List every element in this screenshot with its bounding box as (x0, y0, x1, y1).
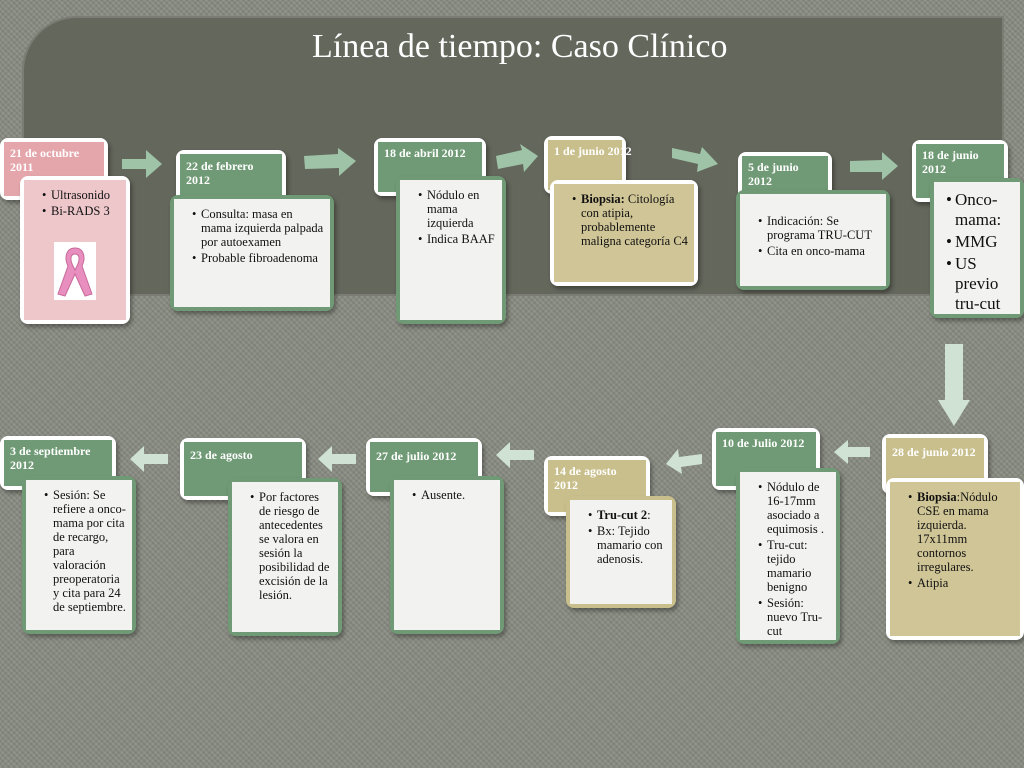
event-body-aug23: Por factores de riesgo de antecedentes s… (228, 478, 342, 636)
event-body-jun18-2012: Onco-mama: MMG US previo tru-cut (930, 178, 1024, 318)
event-body-oct-2011: Ultrasonido Bi-RADS 3 (20, 176, 130, 324)
event-body-feb-2012: Consulta: masa en mama izquierda palpada… (170, 195, 334, 311)
timeline-arrow-down (938, 344, 970, 426)
event-item: Sesión: nuevo Tru-cut (758, 596, 830, 638)
timeline-arrow (496, 442, 534, 468)
event-date: 14 de agosto 2012 (548, 460, 646, 512)
timeline-arrow (672, 147, 718, 172)
event-item: Probable fibroadenoma (192, 251, 324, 265)
event-body-apr-2012: Nódulo en mama izquierda Indica BAAF (396, 176, 506, 324)
timeline-arrow (496, 144, 538, 172)
event-body-jul10-2012: Nódulo de 16-17mm asociado a equimosis .… (736, 468, 840, 644)
timeline-arrow (850, 152, 898, 180)
event-item: Onco-mama: (946, 190, 1014, 230)
event-item: Tru-cut 2: (588, 508, 666, 522)
event-item: US previo tru-cut (946, 254, 1014, 314)
event-item: MMG (946, 232, 1014, 252)
event-item-bold: Tru-cut 2 (597, 508, 648, 522)
event-item: Ausente. (412, 488, 494, 502)
timeline-arrow (304, 148, 356, 176)
timeline-arrow (318, 446, 356, 472)
event-item: Indicación: Se programa TRU-CUT (758, 214, 880, 242)
timeline-arrow (834, 440, 870, 464)
event-item-text: Citología con atipia, probablemente mali… (581, 192, 688, 248)
event-body-jun28-2012: Biopsia:Nódulo CSE en mama izquierda. 17… (886, 478, 1024, 640)
event-item: Biopsia:Nódulo CSE en mama izquierda. 17… (908, 490, 1014, 574)
event-item: Tru-cut: tejido mamario benigno (758, 538, 830, 594)
event-body-jun1-2012: Biopsia: Citología con atipia, probablem… (550, 180, 698, 286)
event-item: Cita en onco-mama (758, 244, 880, 258)
event-item: Atipia (908, 576, 1014, 590)
timeline-arrow (666, 449, 702, 474)
event-item: Biopsia: Citología con atipia, probablem… (572, 192, 688, 248)
event-item: Consulta: masa en mama izquierda palpada… (192, 207, 324, 249)
page-title: Línea de tiempo: Caso Clínico (312, 28, 728, 65)
event-item: Nódulo de 16-17mm asociado a equimosis . (758, 480, 830, 536)
event-item: Bi-RADS 3 (42, 204, 120, 218)
event-item: Indica BAAF (418, 232, 496, 246)
event-item-text: :Nódulo CSE en mama izquierda. 17x11mm c… (917, 490, 998, 574)
event-item: Por factores de riesgo de antecedentes s… (250, 490, 332, 602)
timeline-arrow (130, 446, 168, 472)
event-body-jun5-2012: Indicación: Se programa TRU-CUT Cita en … (736, 190, 890, 290)
event-item-bold: Biopsia (917, 490, 957, 504)
event-item: Ultrasonido (42, 188, 120, 202)
pink-ribbon-icon (54, 242, 96, 300)
timeline-arrow (122, 150, 162, 178)
event-item-bold: Biopsia: (581, 192, 625, 206)
event-item: Sesión: Se refiere a onco-mama por cita … (44, 488, 126, 614)
event-body-jul27-2012: Ausente. (390, 476, 504, 634)
event-item: Nódulo en mama izquierda (418, 188, 496, 230)
event-item: Bx: Tejido mamario con adenosis. (588, 524, 666, 566)
event-body-sep3-2012: Sesión: Se refiere a onco-mama por cita … (22, 476, 136, 634)
event-body-aug14-2012: Tru-cut 2: Bx: Tejido mamario con adenos… (566, 496, 676, 608)
event-item-text: : (647, 508, 651, 522)
